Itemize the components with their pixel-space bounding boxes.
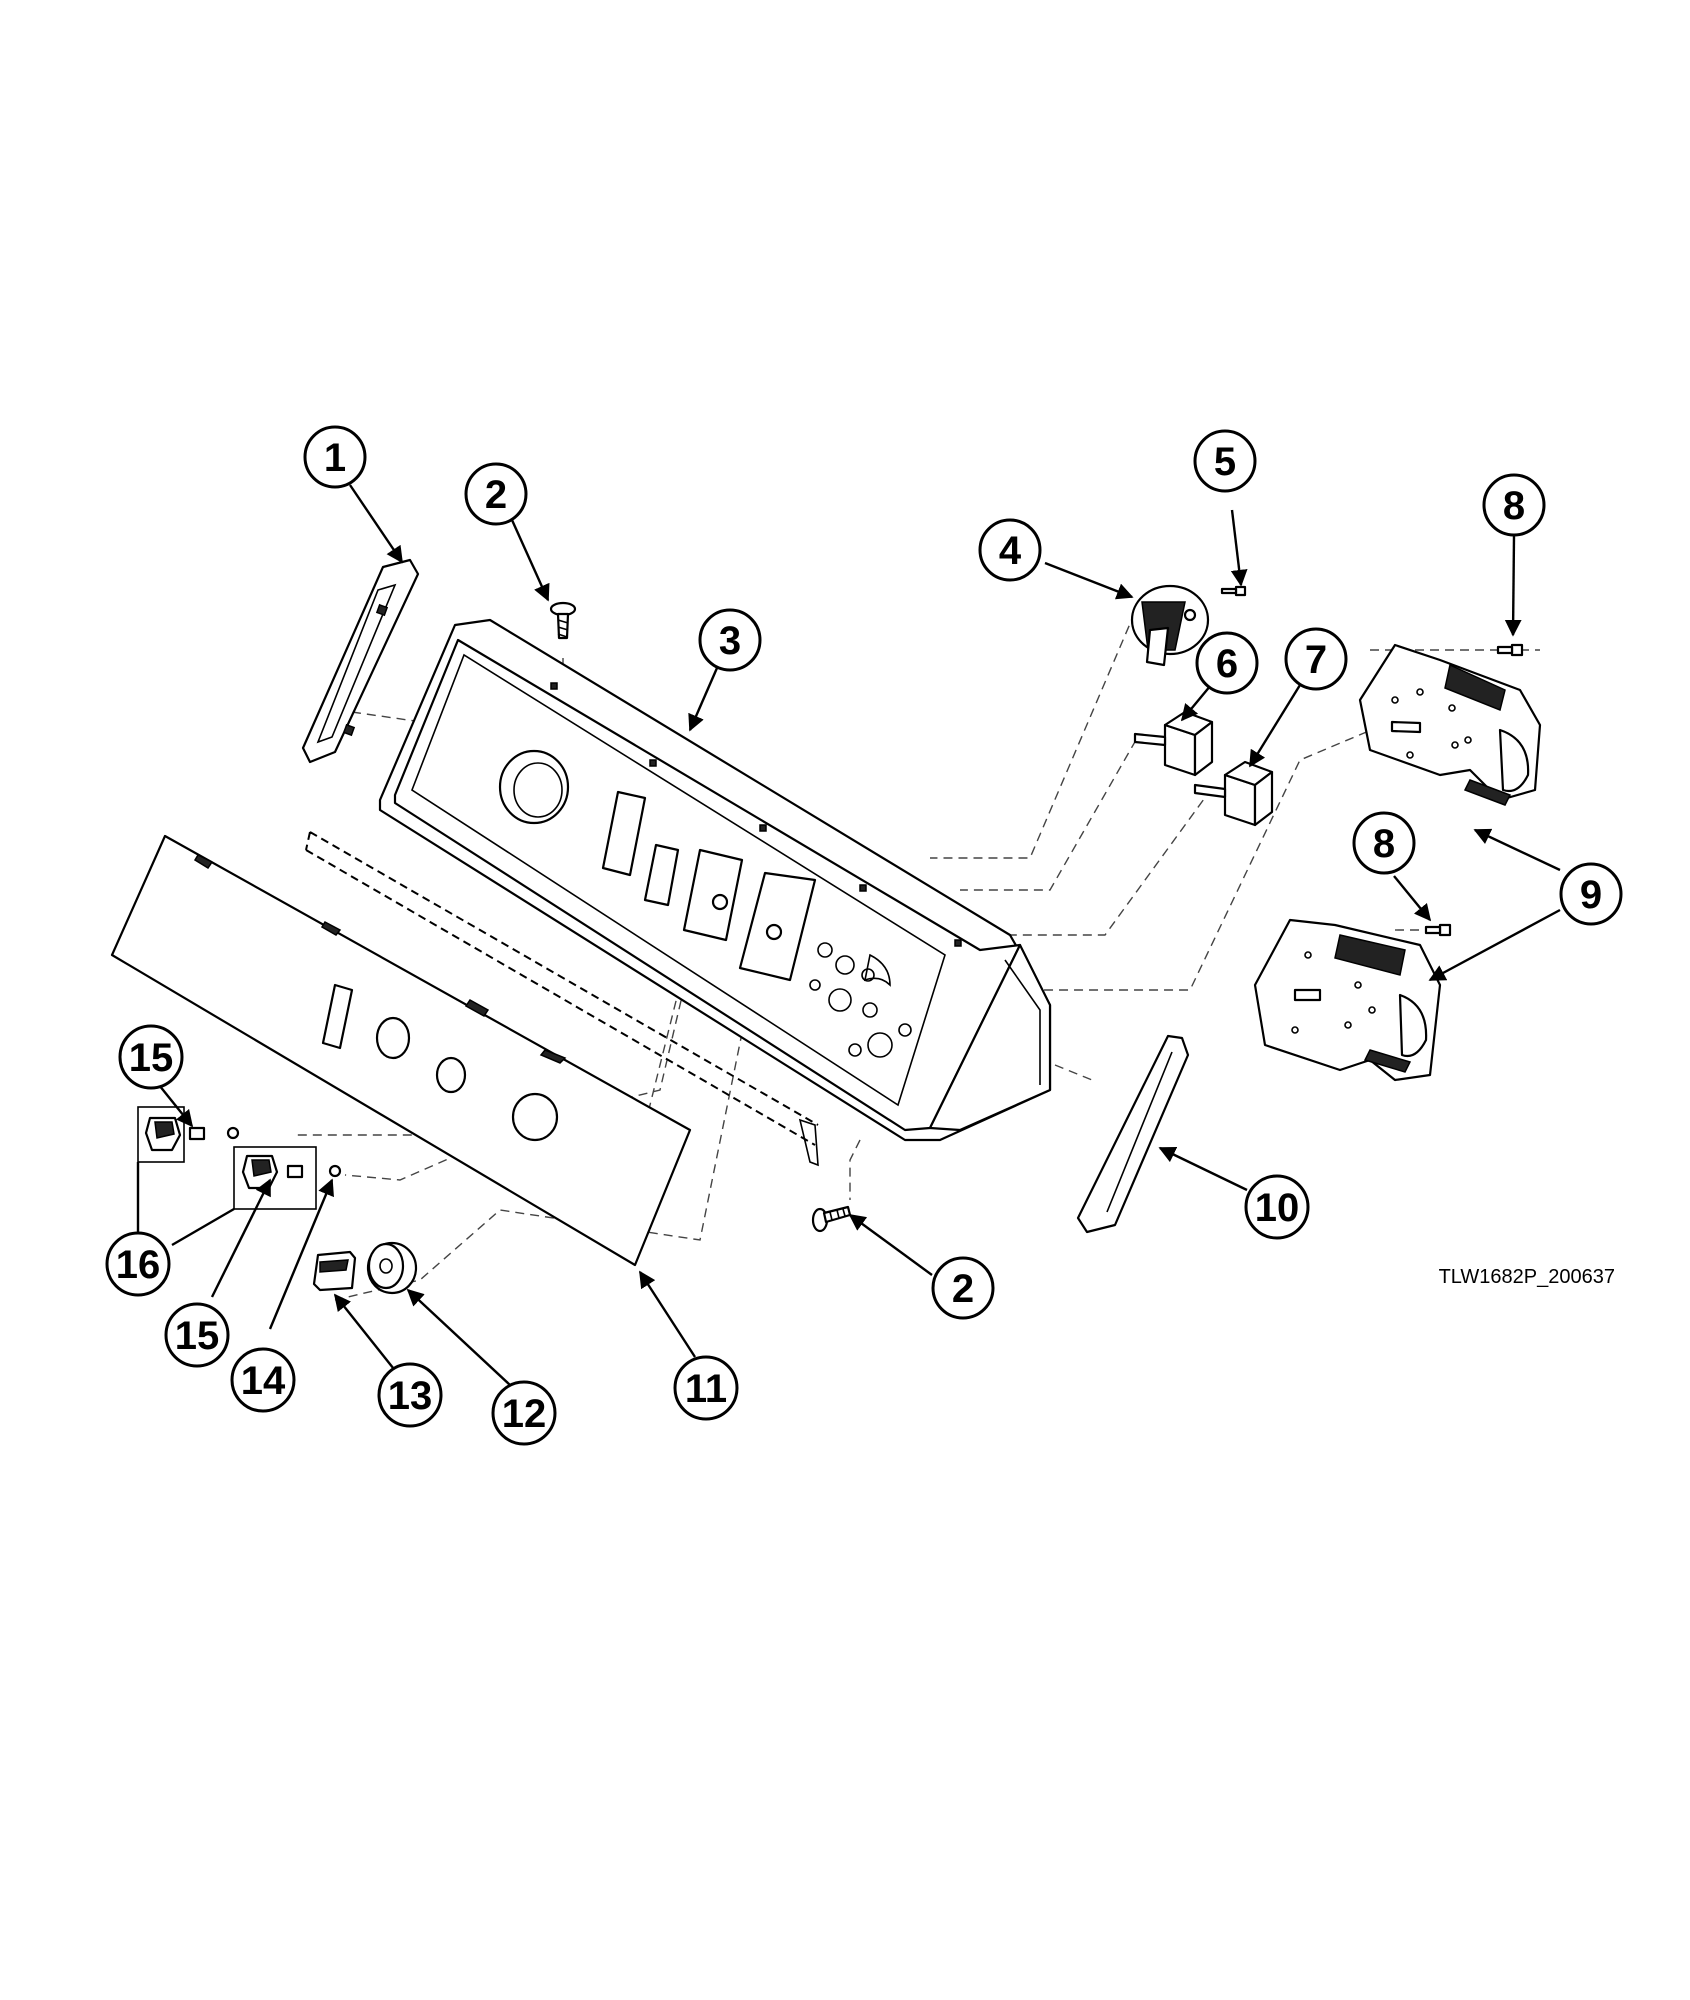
part-knob-12: [366, 1241, 418, 1295]
callout-2-bottom: 2: [931, 1256, 995, 1320]
part-switch-7: [1193, 760, 1274, 827]
part-switch-6: [1133, 710, 1214, 777]
part-trim-strip: [305, 831, 819, 1167]
leader-lines: [136, 484, 1561, 1389]
part-console-panel: [378, 618, 1052, 1142]
svg-text:2: 2: [485, 473, 507, 517]
callout-10: 10: [1244, 1174, 1310, 1240]
svg-text:15: 15: [129, 1036, 174, 1080]
part-screw-top: [549, 601, 577, 640]
part-screw-bottom: [811, 1205, 852, 1233]
svg-text:10: 10: [1255, 1186, 1300, 1230]
part-knob-assembly-a: [137, 1106, 240, 1163]
callout-5: 5: [1193, 429, 1257, 493]
part-control-module-top: [1358, 643, 1542, 806]
svg-text:11: 11: [685, 1367, 727, 1411]
svg-text:4: 4: [999, 529, 1022, 573]
svg-text:7: 7: [1305, 638, 1327, 682]
svg-text:15: 15: [175, 1314, 220, 1358]
svg-text:16: 16: [116, 1243, 161, 1287]
callout-2-top: 2: [464, 462, 528, 526]
part-screw-8-top: [1496, 643, 1524, 657]
callout-6: 6: [1195, 631, 1259, 695]
callout-11: 11: [673, 1355, 739, 1421]
callout-14: 14: [230, 1347, 296, 1413]
callout-8-lower: 8: [1352, 811, 1416, 875]
part-rotary-switch: [1130, 584, 1210, 667]
part-screw-5: [1220, 585, 1247, 597]
part-left-end-cap: [301, 558, 420, 764]
callout-7: 7: [1284, 627, 1348, 691]
svg-text:9: 9: [1580, 873, 1602, 917]
part-button-13: [312, 1250, 357, 1292]
svg-text:12: 12: [502, 1392, 547, 1436]
callout-15-top: 15: [118, 1024, 184, 1090]
svg-text:8: 8: [1373, 822, 1395, 866]
svg-text:5: 5: [1214, 440, 1236, 484]
part-screw-8-lower: [1424, 923, 1452, 937]
svg-text:3: 3: [719, 619, 741, 663]
svg-text:1: 1: [324, 436, 346, 480]
callout-3: 3: [698, 608, 762, 672]
svg-text:2: 2: [952, 1267, 974, 1311]
svg-text:13: 13: [388, 1374, 433, 1418]
part-control-module-lower: [1253, 918, 1442, 1082]
callout-16: 16: [105, 1231, 171, 1297]
callout-13: 13: [377, 1362, 443, 1428]
part-right-end-cap: [1076, 1034, 1190, 1234]
callout-4: 4: [978, 518, 1042, 582]
callout-9: 9: [1559, 862, 1623, 926]
part-front-overlay: [110, 834, 692, 1267]
callout-8-top: 8: [1482, 473, 1546, 537]
svg-text:14: 14: [241, 1359, 286, 1403]
callout-15-bottom: 15: [164, 1302, 230, 1368]
svg-text:8: 8: [1503, 484, 1525, 528]
callout-12: 12: [491, 1380, 557, 1446]
callout-1: 1: [303, 425, 367, 489]
drawing-code: TLW1682P_200637: [1439, 1266, 1615, 1288]
svg-text:6: 6: [1216, 642, 1238, 686]
